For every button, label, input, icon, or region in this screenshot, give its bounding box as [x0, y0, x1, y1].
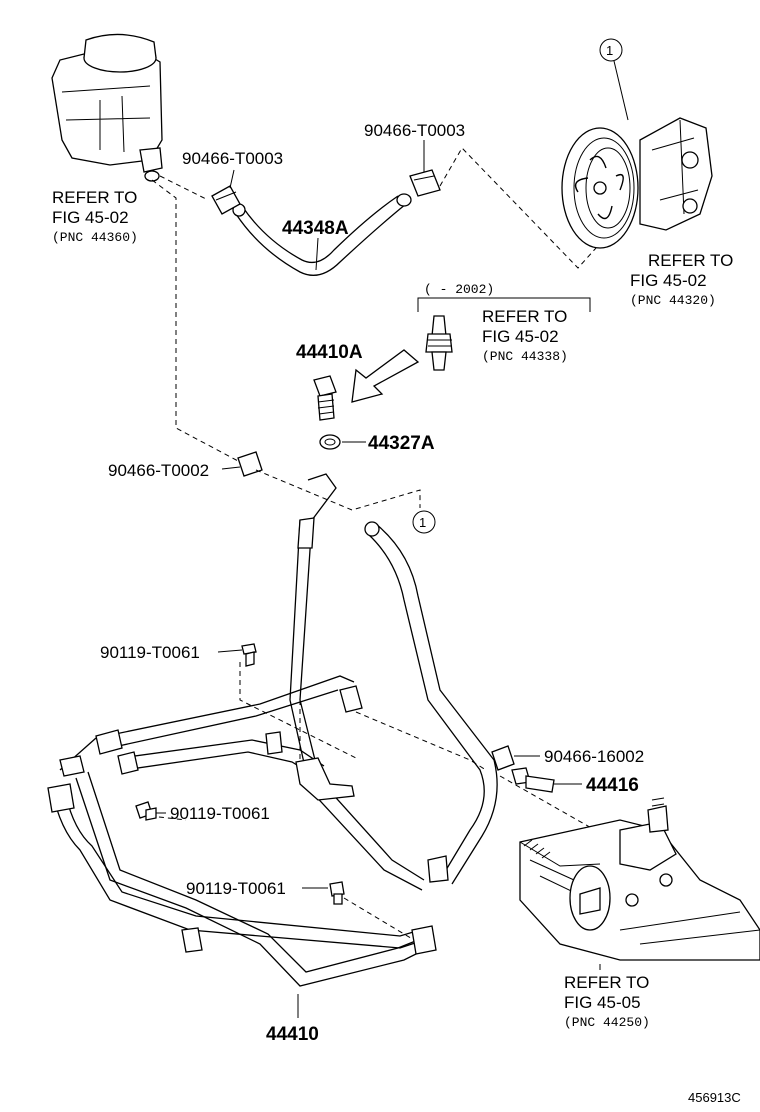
install-arrow: [351, 349, 420, 403]
steering-gear[interactable]: [519, 797, 760, 961]
label-union-bolt-44416: 44416: [586, 775, 639, 796]
gear-ref-line3: (PNC 44250): [564, 1015, 650, 1030]
label-clip-mid: 90466-T0002: [108, 461, 209, 480]
return-hose-44348a[interactable]: [232, 193, 412, 276]
gear-ref-line1: REFER TO: [564, 973, 649, 992]
bolt-90119-t0061-2[interactable]: [135, 801, 157, 821]
label-clip-upper-right: 90466-T0003: [364, 121, 465, 140]
label-bolt-3: 90119-T0061: [186, 879, 286, 898]
clip-90466-16002[interactable]: [491, 745, 515, 771]
pump-ref-line1: REFER TO: [648, 251, 733, 270]
clip-90466-t0003-left[interactable]: [211, 185, 241, 215]
bolt-90119-t0061-3[interactable]: [329, 881, 345, 905]
union-bolt-44416[interactable]: [511, 767, 555, 793]
clip-90466-t0003-right[interactable]: [409, 169, 441, 197]
pump-ref-line2: FIG 45-02: [630, 271, 707, 290]
callout-1-mid-text: 1: [419, 515, 426, 530]
union-bolt-44410a[interactable]: [313, 375, 337, 421]
power-steering-pump[interactable]: [561, 117, 713, 249]
switch-ref-line2: FIG 45-02: [482, 327, 559, 346]
label-clip-lower: 90466-16002: [544, 747, 644, 766]
clip-90466-t0002[interactable]: [237, 451, 263, 477]
label-bolt-1: 90119-T0061: [100, 643, 200, 662]
callout-circle-1-mid: 1: [412, 510, 436, 534]
pump-ref-line3: (PNC 44320): [630, 293, 716, 308]
gasket-44327a[interactable]: [319, 434, 366, 450]
pump-ref-label: REFER TO FIG 45-02 (PNC 44320): [630, 251, 733, 308]
switch-ref-line1: REFER TO: [482, 307, 567, 326]
label-hose-44348a: 44348A: [282, 218, 349, 239]
pressure-tube-44410[interactable]: [47, 473, 498, 987]
bolt-90119-t0061-1[interactable]: [241, 643, 257, 667]
callout-1-top-text: 1: [606, 43, 613, 58]
switch-ref-label: REFER TO FIG 45-02 (PNC 44338): [482, 307, 568, 364]
switch-bracket: ( - 2002): [417, 282, 591, 312]
reservoir-ref-line3: (PNC 44360): [52, 230, 138, 245]
callout-circle-1-top: 1: [599, 38, 629, 121]
label-clip-upper-left: 90466-T0003: [182, 149, 283, 168]
label-union-bolt-44410a: 44410A: [296, 342, 363, 363]
switch-range-text: ( - 2002): [424, 282, 494, 297]
reservoir-ref-line2: FIG 45-02: [52, 208, 129, 227]
switch-ref-line3: (PNC 44338): [482, 349, 568, 364]
label-gasket-44327a: 44327A: [368, 433, 435, 454]
figure-id: 456913C: [688, 1090, 741, 1105]
reservoir-tank[interactable]: [51, 33, 163, 182]
gear-ref-label: REFER TO FIG 45-05 (PNC 44250): [564, 964, 650, 1030]
reservoir-ref-label: REFER TO FIG 45-02 (PNC 44360): [52, 188, 138, 245]
label-bolt-2: 90119-T0061: [170, 804, 270, 823]
label-pressure-tube-44410: 44410: [266, 1024, 319, 1045]
reservoir-ref-line1: REFER TO: [52, 188, 137, 207]
pressure-switch[interactable]: [425, 315, 453, 371]
gear-ref-line2: FIG 45-05: [564, 993, 641, 1012]
